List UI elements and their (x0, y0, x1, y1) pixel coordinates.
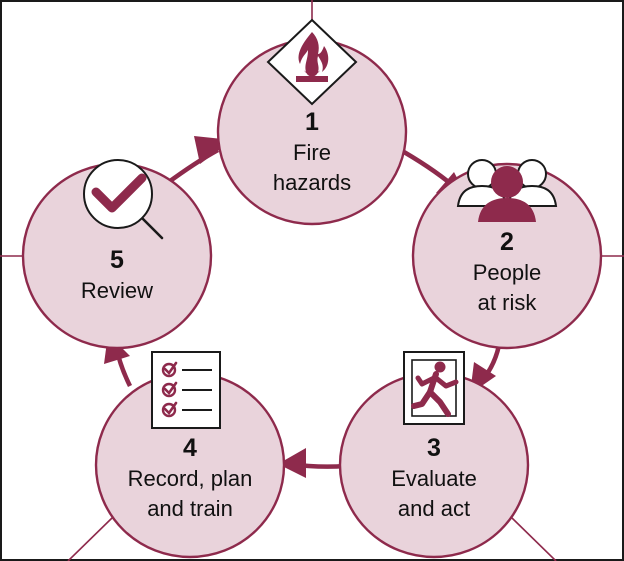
guide-line-bottom-right (511, 517, 557, 561)
step-2-circle (411, 162, 603, 350)
step-5-node: 5 Review (21, 159, 213, 350)
connector-arrow-3-to-4 (278, 448, 306, 478)
guide-line-bottom-left (67, 517, 113, 561)
step-2-label-line2: at risk (478, 290, 538, 315)
step-1-label-line1: Fire (293, 140, 331, 165)
step-1-number: 1 (305, 108, 319, 136)
people-group-icon (456, 159, 558, 222)
step-2-label-line1: People (473, 260, 542, 285)
step-3-label-line1: Evaluate (391, 466, 477, 491)
step-5-number: 5 (110, 246, 124, 274)
step-3-label-line2: and act (398, 496, 470, 521)
flame-hazard-icon (266, 18, 358, 106)
step-1-node: 1 Fire hazards (216, 18, 408, 226)
emergency-exit-icon (403, 351, 465, 425)
step-2-node: 2 People at risk (411, 159, 603, 350)
step-1-label-line2: hazards (273, 170, 351, 195)
step-2-number: 2 (500, 228, 514, 256)
step-3-number: 3 (427, 434, 441, 462)
step-4-number: 4 (183, 434, 197, 462)
step-4-label-line2: and train (147, 496, 233, 521)
step-5-label-line1: Review (81, 278, 153, 303)
step-4-label-line1: Record, plan (128, 466, 253, 491)
checklist-icon (151, 351, 221, 429)
step-4-node: 4 Record, plan and train (94, 351, 286, 559)
magnifier-check-icon (83, 159, 164, 240)
step-3-node: 3 Evaluate and act (338, 351, 530, 559)
